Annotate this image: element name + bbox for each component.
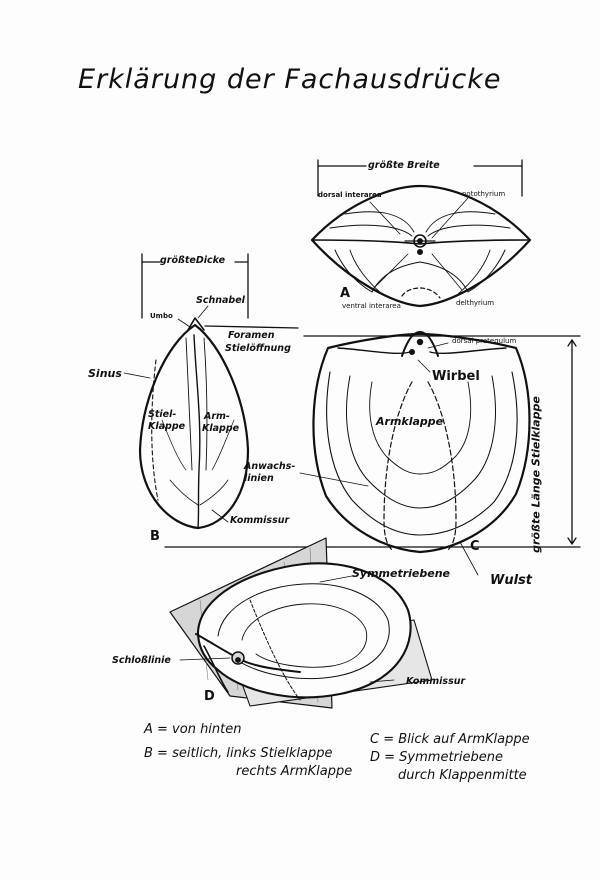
legend-d-line1: D = Symmetriebene xyxy=(370,750,503,765)
label-anwachslinien-1: Anwachs- xyxy=(244,461,296,472)
label-schlosslinie: Schloßlinie xyxy=(112,655,171,666)
label-symmetriebene: Symmetriebene xyxy=(352,567,451,580)
view-c-letter: C xyxy=(470,539,480,554)
label-stieloeffnung: Stielöffnung xyxy=(225,343,291,354)
legend-c: C = Blick auf ArmKlappe xyxy=(370,732,530,747)
label-dorsal-interarea: dorsal interarea xyxy=(318,191,382,199)
view-a-drawing xyxy=(310,159,532,308)
label-groesste-laenge-stielklappe: größte Länge Stielklappe xyxy=(529,396,543,553)
page-title: Erklärung der Fachausdrücke xyxy=(78,64,502,95)
label-dorsal-protegulum: dorsal protegulum xyxy=(452,337,517,345)
label-armklappe-1: Arm- xyxy=(204,411,230,422)
label-notothyrium: notothyrium xyxy=(462,190,506,198)
view-c-drawing xyxy=(164,331,581,576)
view-d-drawing xyxy=(169,537,433,709)
label-anwachslinien-2: linien xyxy=(244,473,274,484)
label-wirbel: Wirbel xyxy=(432,369,480,384)
view-b-letter: B xyxy=(150,529,160,544)
label-kommissur-d: Kommissur xyxy=(406,676,466,687)
label-foramen: Foramen xyxy=(228,330,275,341)
view-a-letter: A xyxy=(340,286,351,301)
label-kommissur-b: Kommissur xyxy=(230,515,290,526)
view-d-letter: D xyxy=(204,689,215,704)
view-b-drawing xyxy=(123,253,299,530)
label-schnabel: Schnabel xyxy=(196,295,245,306)
label-armklappe-c: Armklappe xyxy=(376,415,444,428)
legend-b-line1: B = seitlich, links Stielklappe xyxy=(144,746,333,761)
label-umbo: Umbo xyxy=(150,312,173,320)
label-groesste-dicke: größteDicke xyxy=(160,255,226,266)
label-armklappe-2: Klappe xyxy=(202,423,240,434)
label-stielklappe-1: Stiel- xyxy=(148,409,177,420)
label-ventral-interarea: ventral interarea xyxy=(342,302,401,310)
label-delthyrium: delthyrium xyxy=(456,299,495,307)
legend-d-line2: durch Klappenmitte xyxy=(398,768,527,783)
legend-b-line2: rechts ArmKlappe xyxy=(236,764,353,779)
legend-a: A = von hinten xyxy=(144,722,242,737)
label-sinus: Sinus xyxy=(88,367,122,380)
label-stielklappe-2: Klappe xyxy=(148,421,186,432)
label-wulst: Wulst xyxy=(490,573,533,588)
label-groesste-breite: größte Breite xyxy=(368,160,440,171)
